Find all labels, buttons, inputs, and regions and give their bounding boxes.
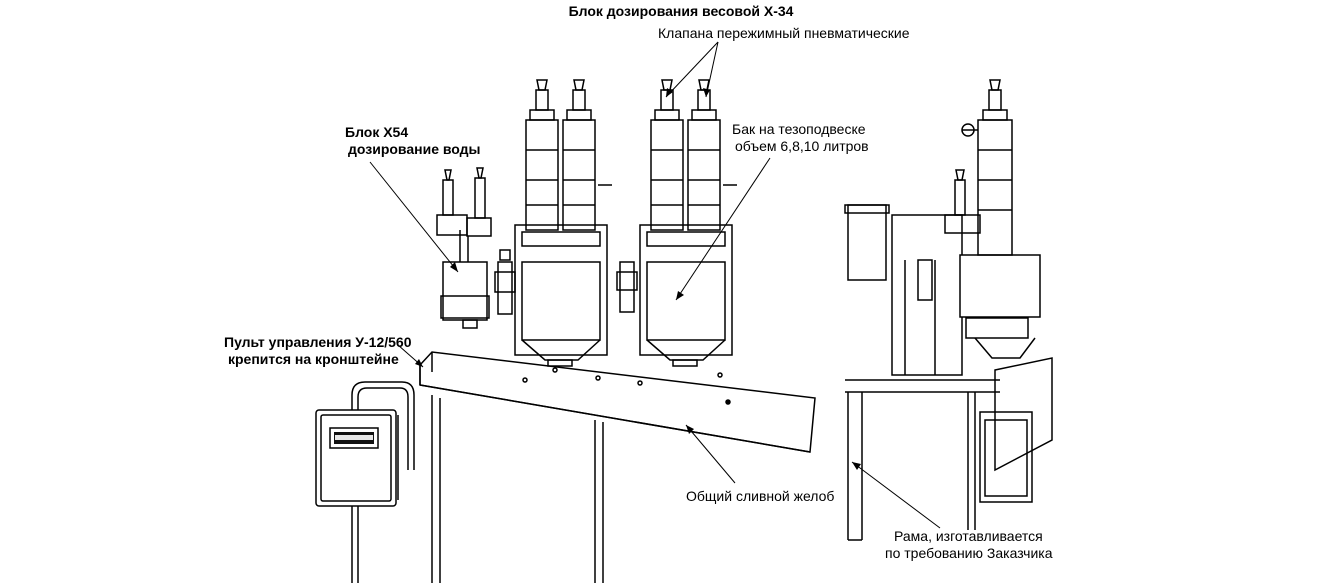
side-view-assembly [844, 79, 1053, 541]
diagram-title: Блок дозирования весовой Х-34 [568, 3, 794, 19]
block-x54-label-line2: дозирование воды [348, 141, 481, 157]
tank-label-line1: Бак на тезоподвеске [732, 121, 866, 137]
weigh-tank-1 [514, 79, 612, 367]
panel-label-line1: Пульт управления У-12/560 [224, 334, 412, 350]
valves-label: Клапана пережимный пневматические [658, 25, 910, 41]
drain-chute [419, 351, 816, 583]
frame-label-line1: Рама, изготавливается [894, 528, 1043, 544]
block-x54 [436, 167, 516, 329]
panel-label-line2: крепится на кронштейне [228, 351, 399, 367]
tank-label-line2: объем 6,8,10 литров [735, 138, 869, 154]
block-x54-label-line1: Блок Х54 [345, 124, 409, 140]
frame-label-line2: по требованию Заказчика [885, 545, 1053, 561]
weigh-tank-2 [616, 79, 737, 367]
drain-label: Общий сливной желоб [686, 488, 835, 504]
leader-lines [369, 41, 941, 529]
control-panel [315, 381, 415, 583]
